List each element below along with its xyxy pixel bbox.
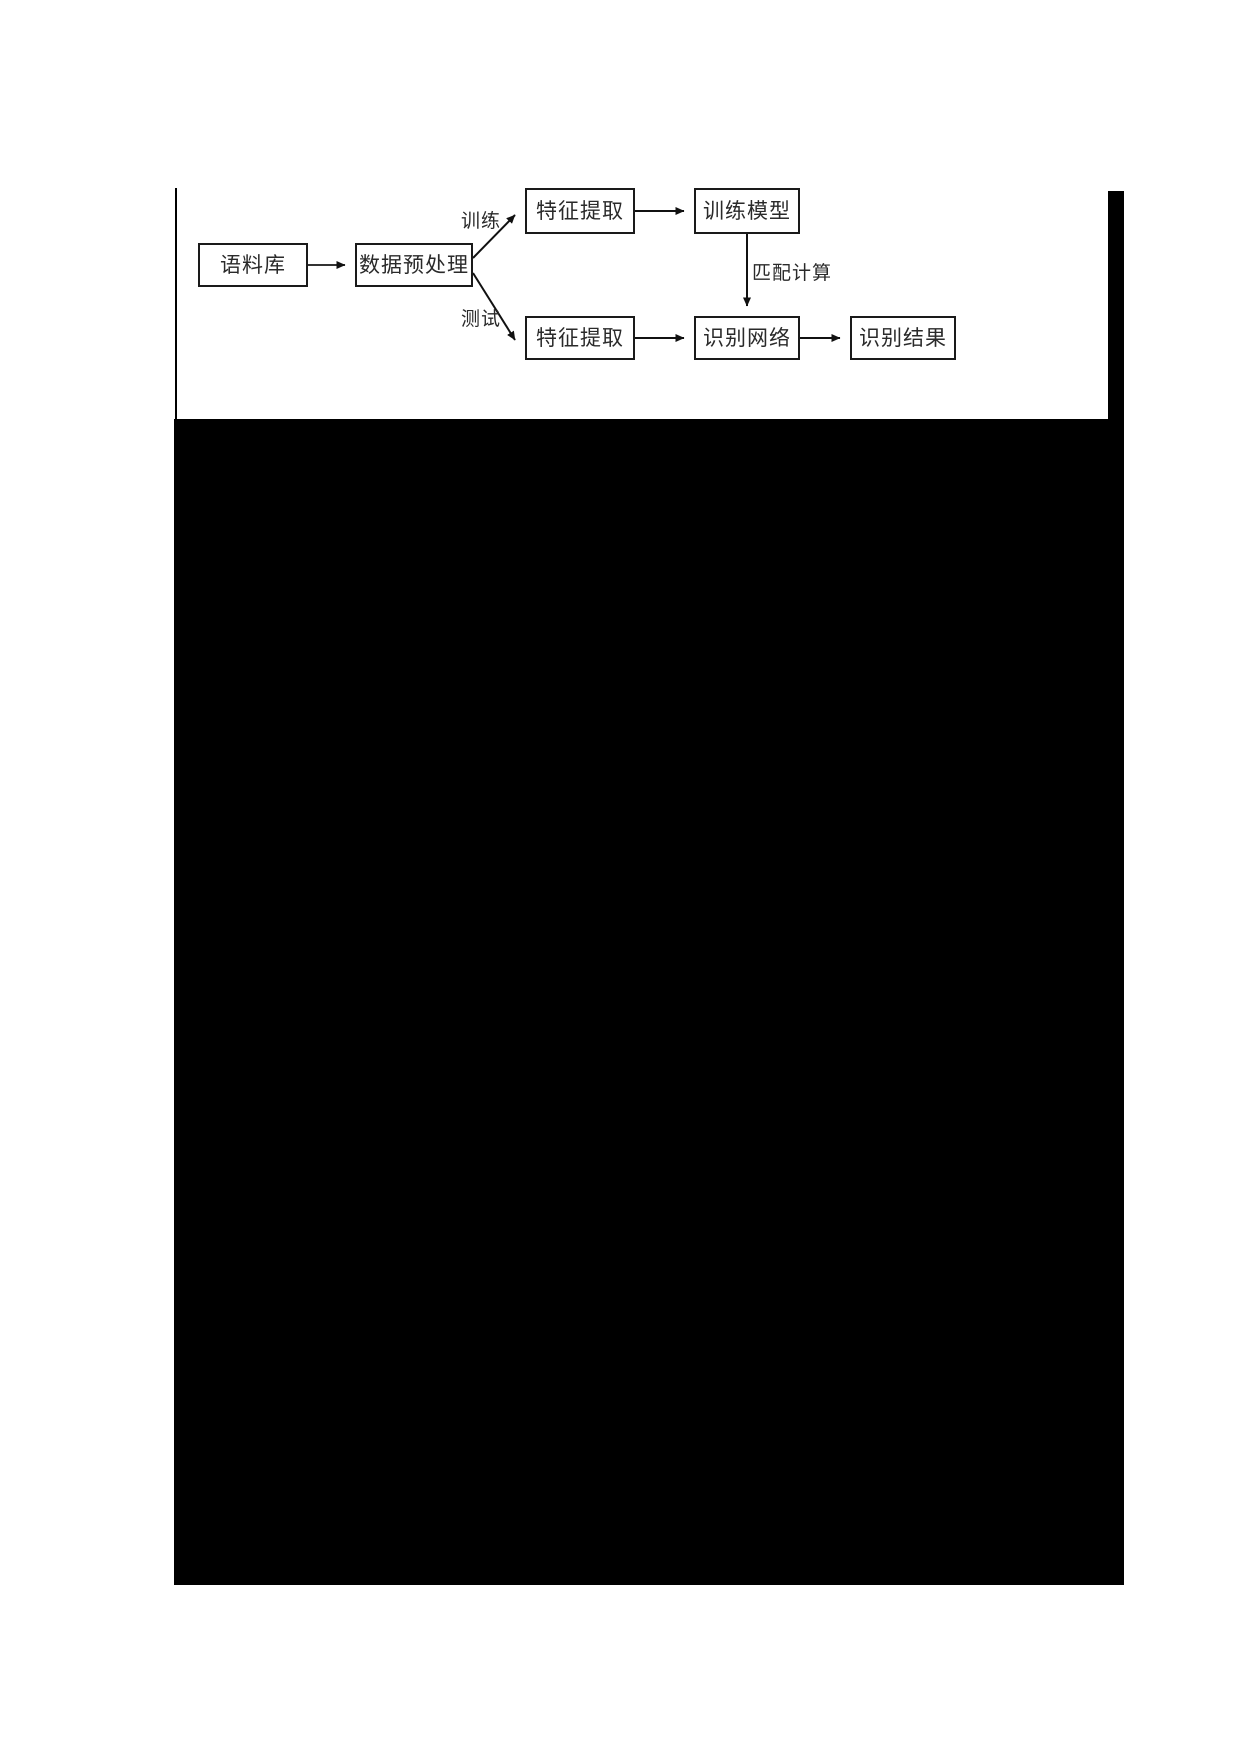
connector-preprocess-to-feature-train xyxy=(472,214,516,259)
edge-label-match-computation: 匹配计算 xyxy=(752,263,833,284)
node-recognition-result-label: 识别结果 xyxy=(859,325,947,350)
node-train-model-label: 训练模型 xyxy=(703,198,791,223)
node-feature-extraction-train[interactable]: 特征提取 xyxy=(525,188,635,234)
node-feature-extraction-test-label: 特征提取 xyxy=(536,325,624,350)
flowchart-diagram: 语料库 数据预处理 特征提取 训练模型 特征提取 识别网络 识别结果 训练 测试… xyxy=(0,0,1240,430)
node-feature-extraction-train-label: 特征提取 xyxy=(536,198,624,223)
flowchart-connectors xyxy=(308,207,841,342)
left-frame-rule xyxy=(175,188,177,420)
node-train-model[interactable]: 训练模型 xyxy=(694,188,800,234)
edge-label-test: 测试 xyxy=(461,309,502,330)
node-corpus[interactable]: 语料库 xyxy=(198,243,308,287)
node-data-preprocess-label: 数据预处理 xyxy=(359,252,469,277)
node-data-preprocess[interactable]: 数据预处理 xyxy=(355,243,473,287)
connector-preprocess-to-feature-test xyxy=(472,272,516,341)
redaction-right-margin-bar xyxy=(1108,191,1124,422)
node-feature-extraction-test[interactable]: 特征提取 xyxy=(525,316,635,360)
node-recognition-network-label: 识别网络 xyxy=(703,325,791,350)
node-corpus-label: 语料库 xyxy=(220,252,286,277)
redaction-main-body-block xyxy=(174,419,1124,1585)
node-recognition-network[interactable]: 识别网络 xyxy=(694,316,800,360)
node-recognition-result[interactable]: 识别结果 xyxy=(850,316,956,360)
edge-label-train: 训练 xyxy=(461,211,502,232)
